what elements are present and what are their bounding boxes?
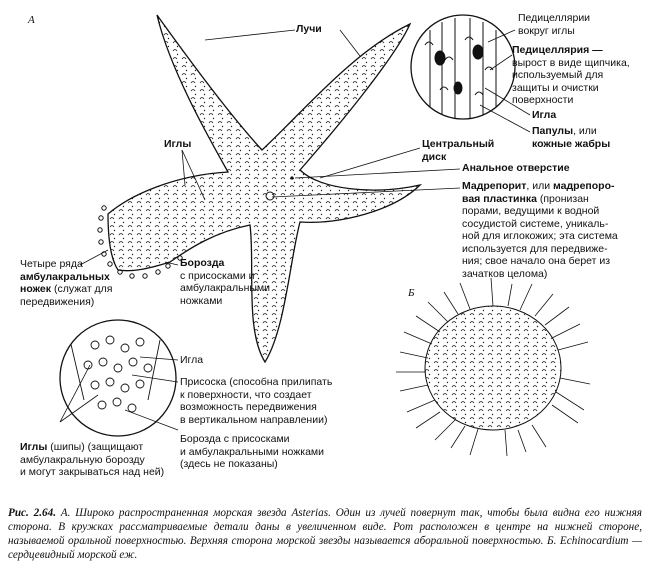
papulae-label: Папулы, или кожные жабры [532,125,611,150]
spines-label: Иглы [164,138,192,150]
caption-figure-number: Рис. 2.64. [8,507,56,519]
madreporite-mark [265,191,275,201]
groove-suckers-label: Борозда с присосками и амбулакральными н… [180,433,325,470]
figure-caption: Рис. 2.64. А. Широко распространенная мо… [8,506,642,562]
panel-b-label: Б [408,287,415,299]
tube-feet-label: Четыре ряда амбулакральных ножек (служат… [20,258,113,308]
groove-label: Борозда с присосками и амбулакральными н… [180,257,271,307]
pedicellaria-label: Педицеллярия — вырост в виде щипчика, ис… [512,44,630,106]
leader-lines [59,29,531,431]
rays-label: Лучи [296,23,322,35]
sea-urchin [396,277,591,457]
pedicellariae-around-spine-label: Педицеллярии вокруг иглы [518,12,591,37]
central-disc-label: Центральный диск [422,138,495,163]
anus-mark [290,176,294,180]
detail-circle-tube-feet [59,319,177,437]
spine-label: Игла [532,109,557,121]
starfish-body [107,14,423,364]
spines-protect-label: Иглы (шипы) (защищают амбулакральную бор… [20,441,165,478]
panel-a-label: А [28,14,35,26]
caption-text: А. Широко распространенная морская звезд… [8,507,642,561]
detail-circle-pedicellariae [410,14,516,120]
madreporite-label: Мадрепорит, или мадрепоро- вая пластинка… [462,180,618,280]
needle-label: Игла [180,354,204,366]
tube-feet [97,205,183,279]
anus-label: Анальное отверстие [462,162,570,174]
sucker-label: Присоска (способна прилипать к поверхнос… [180,376,333,426]
